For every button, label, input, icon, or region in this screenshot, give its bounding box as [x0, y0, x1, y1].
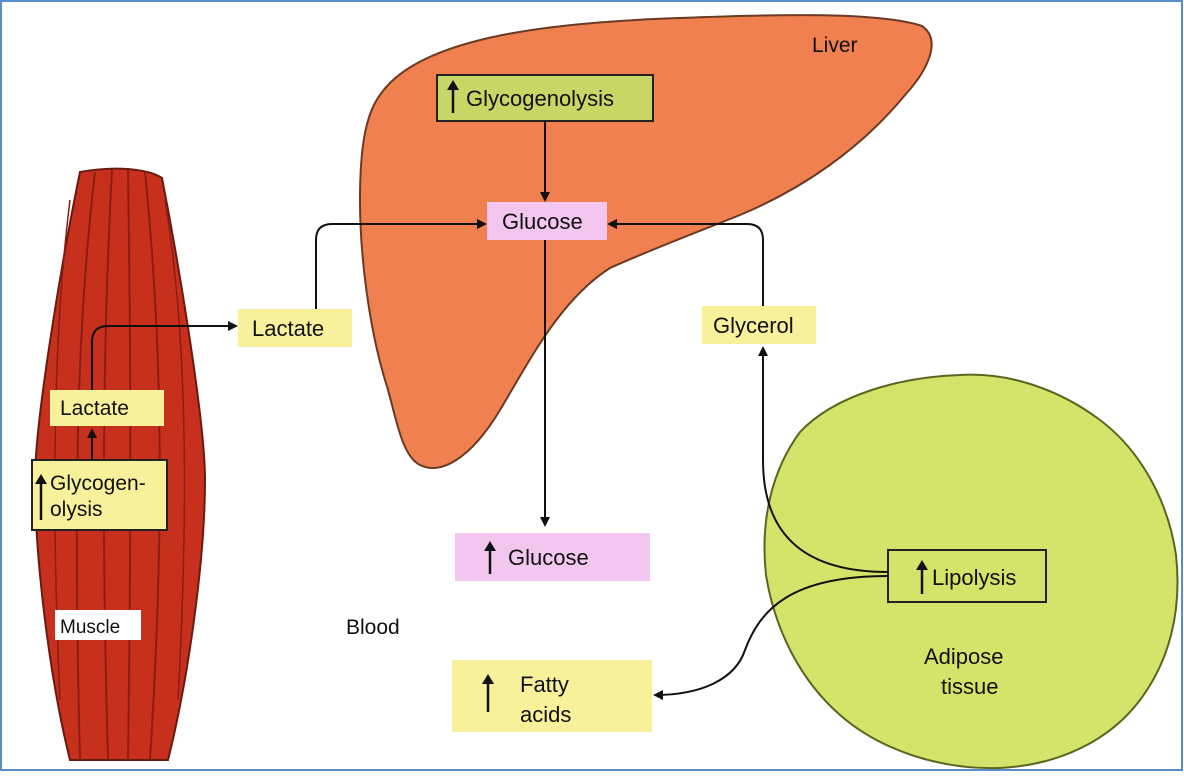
fatty-acids-label-line1: Fatty [520, 672, 569, 697]
blood-lactate-label: Lactate [252, 316, 324, 341]
muscle-glycogenolysis-label-line1: Glycogen- [50, 472, 146, 495]
adipose-label-line2: tissue [941, 674, 998, 699]
adipose-label-line1: Adipose [924, 644, 1004, 669]
muscle-label: Muscle [60, 617, 120, 638]
muscle-lactate-label: Lactate [60, 397, 129, 420]
liver-glycogenolysis-label: Glycogenolysis [466, 86, 614, 111]
blood-glucose-label: Glucose [508, 545, 589, 570]
blood-label: Blood [346, 616, 400, 639]
muscle-glycogenolysis-label-line2: olysis [50, 498, 103, 521]
glycerol-label: Glycerol [713, 313, 794, 338]
liver-label: Liver [812, 34, 858, 57]
lipolysis-label: Lipolysis [932, 565, 1016, 590]
liver-glucose-label: Glucose [502, 209, 583, 234]
fatty-acids-label-line2: acids [520, 702, 571, 727]
